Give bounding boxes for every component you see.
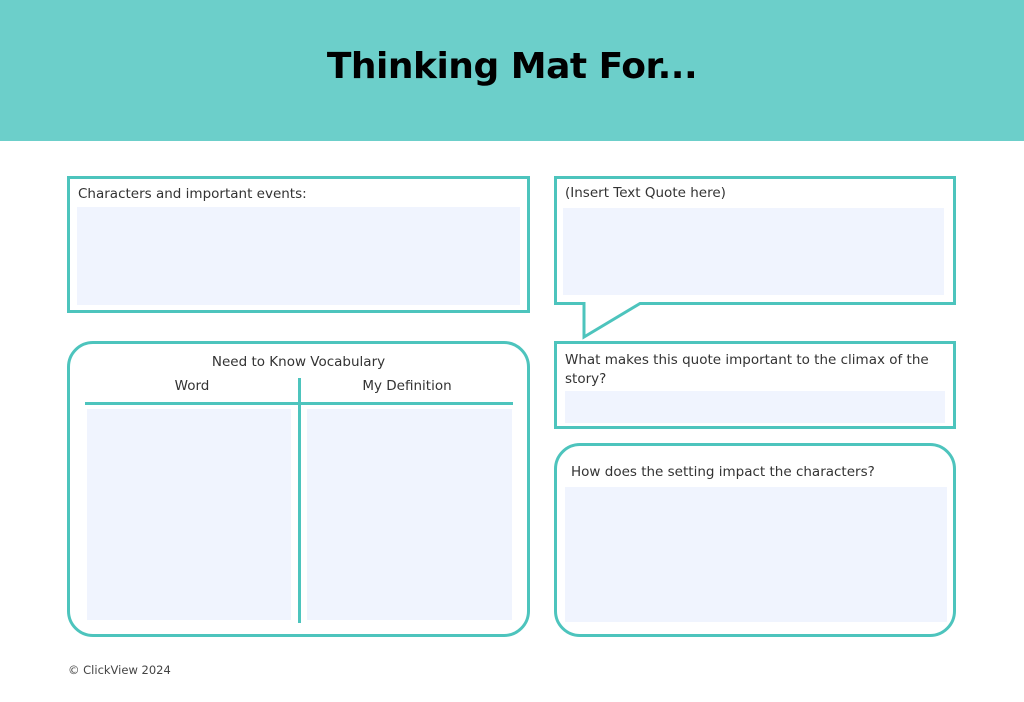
setting-label: How does the setting impact the characte… [571,464,875,480]
definition-input[interactable] [307,409,512,620]
quote-input[interactable] [563,208,944,295]
characters-label: Characters and important events: [78,186,307,202]
vocabulary-box: Need to Know Vocabulary Word My Definiti… [67,341,530,637]
setting-box: How does the setting impact the characte… [554,443,956,637]
quote-importance-box: What makes this quote important to the c… [554,341,956,429]
quote-importance-input[interactable] [565,391,945,423]
header-banner: Thinking Mat For... [0,0,1024,141]
characters-box: Characters and important events: [67,176,530,313]
page-title: Thinking Mat For... [326,46,698,87]
vocabulary-title: Need to Know Vocabulary [211,354,386,370]
definition-column-header: My Definition [362,378,452,394]
word-input[interactable] [87,409,291,620]
setting-input[interactable] [565,487,947,622]
word-column-header: Word [174,378,210,394]
quote-label: (Insert Text Quote here) [565,185,726,201]
column-divider [298,378,301,623]
characters-input[interactable] [77,207,520,305]
quote-importance-label: What makes this quote important to the c… [565,352,929,387]
copyright-footer: © ClickView 2024 [68,663,171,677]
